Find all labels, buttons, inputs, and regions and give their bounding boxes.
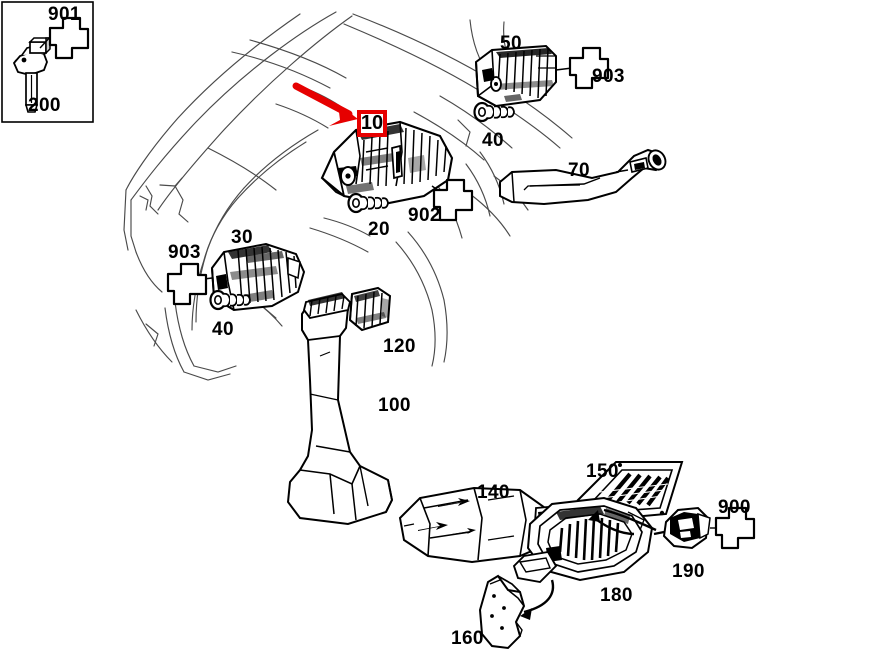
- part-160-bracket: [478, 574, 526, 650]
- callout-flag-900: [710, 506, 756, 550]
- label-180: 180: [600, 585, 633, 606]
- part-100-main-duct: [286, 292, 394, 526]
- highlighted-part-number: 10: [360, 112, 384, 134]
- label-140: 140: [477, 482, 510, 503]
- part-30-left-vent: [210, 242, 306, 312]
- label-30: 30: [231, 227, 253, 248]
- label-40-left: 40: [212, 319, 234, 340]
- label-100: 100: [378, 395, 411, 416]
- label-901: 901: [48, 4, 81, 25]
- part-50-right-vent: [474, 44, 557, 108]
- label-70: 70: [568, 160, 590, 181]
- label-900: 900: [718, 497, 751, 518]
- callout-flag-903-left: [166, 262, 213, 306]
- label-150: 150: [586, 461, 619, 482]
- callout-flag-902: [431, 178, 474, 222]
- part-190-connector: [653, 506, 711, 550]
- callout-flag-903-right: [555, 46, 610, 90]
- part-40-screw-right: [473, 101, 516, 123]
- leader-arrowhead-150: [588, 510, 600, 522]
- label-903-left: 903: [168, 242, 201, 263]
- highlight-arrow: [292, 82, 358, 126]
- label-50: 50: [500, 33, 522, 54]
- label-903-right: 903: [592, 66, 625, 87]
- leader-160-to-180: [523, 579, 555, 614]
- highlighted-part-number-box: 10: [357, 110, 387, 137]
- part-200-sensor-probe: [12, 37, 52, 113]
- leader-190-to-180: [603, 508, 657, 532]
- part-70-curved-duct: [499, 148, 667, 206]
- label-20: 20: [368, 219, 390, 240]
- label-190: 190: [672, 561, 705, 582]
- part-180-blower-housing: [512, 496, 654, 584]
- label-200: 200: [28, 95, 61, 116]
- callout-flag-901: [39, 16, 90, 60]
- label-902: 902: [408, 205, 441, 226]
- part-120-small-vent: [348, 286, 392, 332]
- label-40-right: 40: [482, 130, 504, 151]
- label-160: 160: [451, 628, 484, 649]
- label-120: 120: [383, 336, 416, 357]
- leader-arrowhead-160: [520, 608, 532, 620]
- part-10-center-vent-assembly: [320, 120, 454, 206]
